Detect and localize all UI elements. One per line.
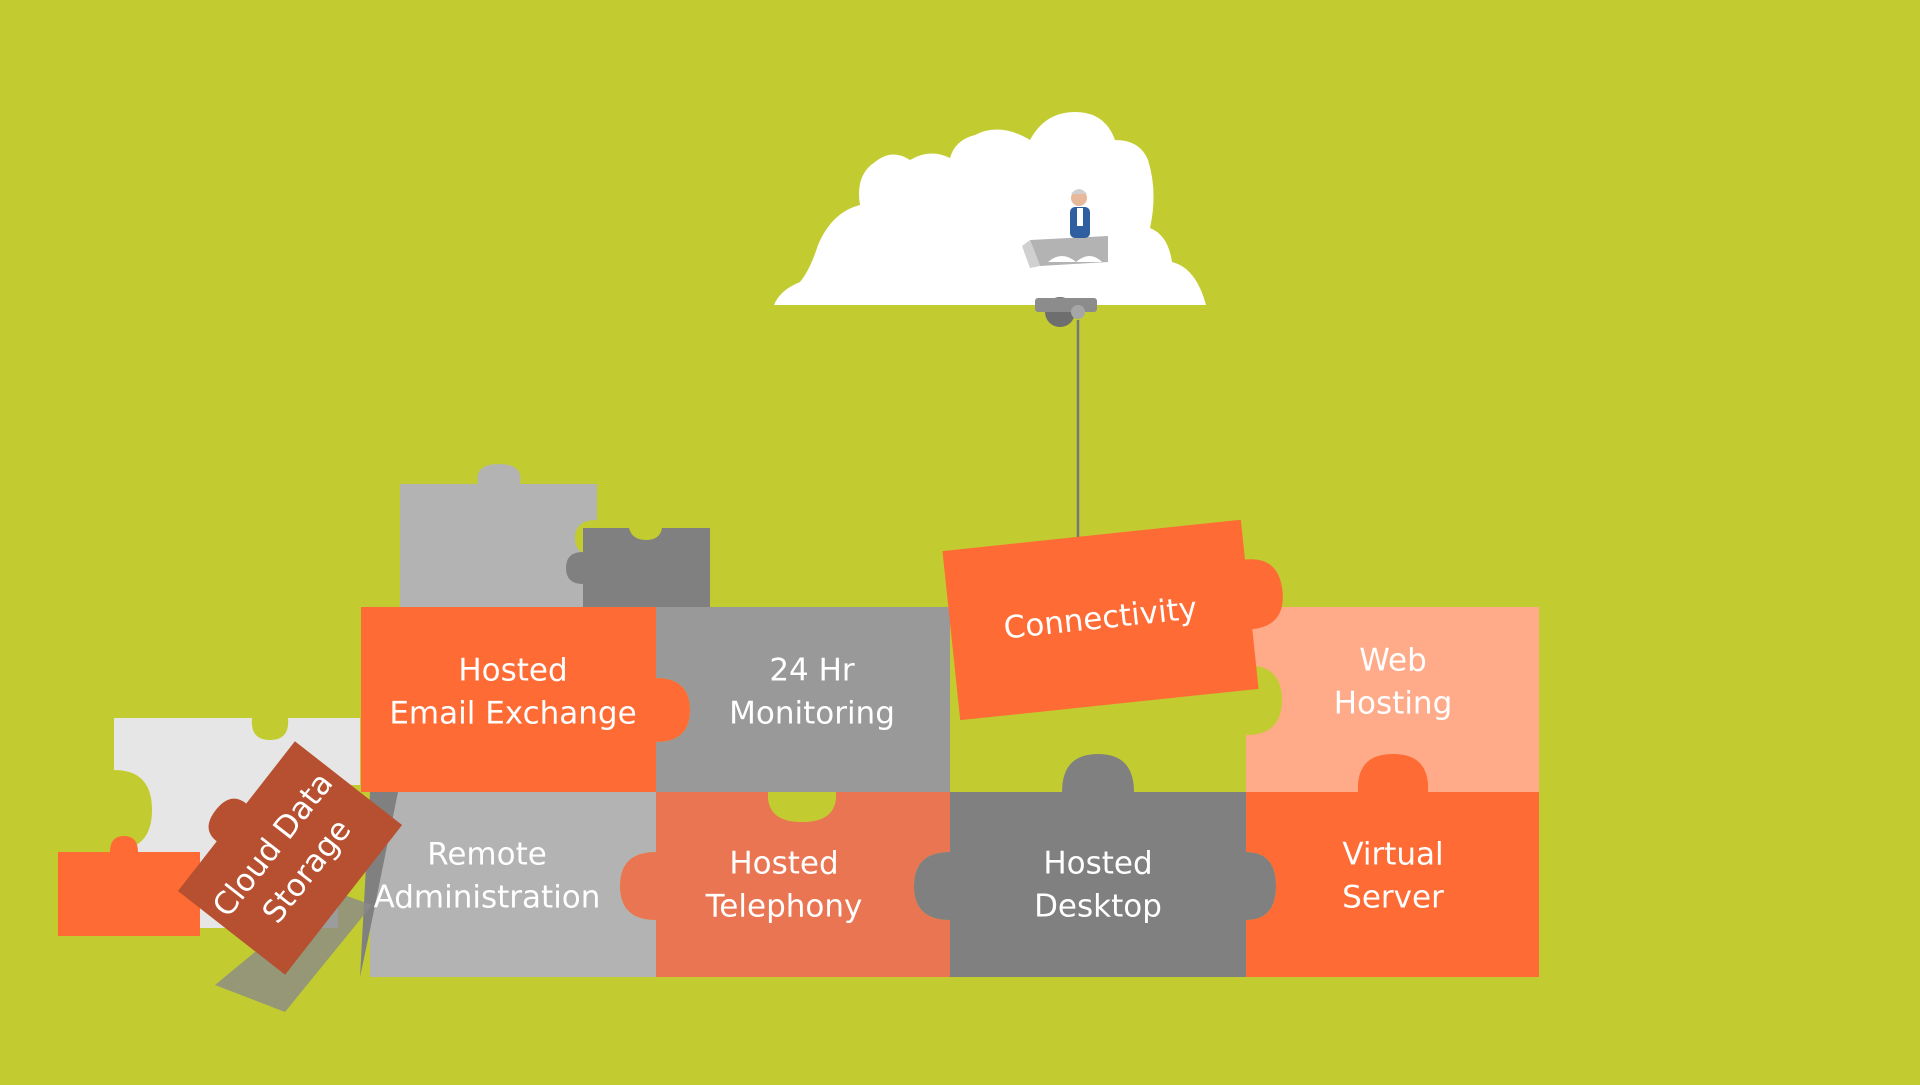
monitoring-line2: Monitoring bbox=[729, 696, 895, 732]
web-hosting-line2: Hosting bbox=[1334, 686, 1453, 722]
desktop-line1: Hosted bbox=[1043, 846, 1152, 882]
hosted-email-exchange-piece: Hosted Email Exchange bbox=[361, 607, 690, 792]
background-piece-gray-dark bbox=[566, 528, 710, 610]
hosted-email-line1: Hosted bbox=[458, 653, 567, 689]
pulley-icon bbox=[1035, 297, 1097, 327]
person-at-podium-icon bbox=[1070, 189, 1090, 238]
virtual-server-line1: Virtual bbox=[1342, 837, 1443, 873]
telephony-line1: Hosted bbox=[729, 846, 838, 882]
hosted-email-line2: Email Exchange bbox=[389, 696, 636, 732]
remote-administration-piece: Remote Administration bbox=[360, 792, 656, 977]
background-piece-orange-small bbox=[58, 836, 200, 936]
cloud-data-storage-piece: Cloud Data Storage bbox=[177, 741, 403, 1012]
cloud-group bbox=[774, 112, 1206, 538]
podium-icon bbox=[1022, 236, 1108, 268]
background-piece-gray-top bbox=[400, 464, 597, 610]
cloud-icon bbox=[774, 112, 1206, 305]
connectivity-piece: Connectivity bbox=[942, 519, 1283, 721]
telephony-line2: Telephony bbox=[705, 889, 863, 925]
hosted-telephony-piece: Hosted Telephony bbox=[620, 792, 950, 977]
monitoring-line1: 24 Hr bbox=[769, 653, 855, 689]
hosted-desktop-piece: Hosted Desktop bbox=[914, 754, 1276, 977]
virtual-server-piece: Virtual Server bbox=[1246, 754, 1539, 977]
remote-admin-line2: Administration bbox=[374, 880, 601, 916]
monitoring-piece: 24 Hr Monitoring bbox=[656, 607, 950, 792]
web-hosting-piece: Web Hosting bbox=[1246, 607, 1539, 792]
virtual-server-line2: Server bbox=[1342, 880, 1444, 916]
desktop-line2: Desktop bbox=[1034, 889, 1162, 925]
web-hosting-line1: Web bbox=[1359, 643, 1427, 679]
remote-admin-line1: Remote bbox=[427, 837, 547, 873]
